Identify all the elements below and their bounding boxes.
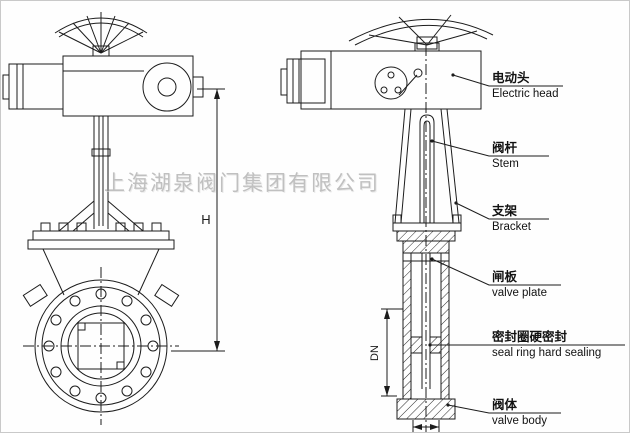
callout-valve-plate-cn: 闸板 [492, 270, 518, 284]
electric-actuator-front [2, 55, 204, 117]
callout-seal-ring-en: seal ring hard sealing [492, 347, 602, 359]
callout-bracket: 支架 Bracket [492, 204, 629, 234]
electric-actuator-side [280, 42, 482, 110]
centerlines-front [23, 267, 179, 425]
dimension-h: H [171, 88, 225, 352]
bonnet-flange-front [27, 222, 175, 296]
callout-valve-plate-en: valve plate [492, 287, 547, 299]
callout-electric-head: 电动头 Electric head [492, 71, 629, 101]
stem-side [419, 114, 435, 223]
callout-valve-body-cn: 阀体 [492, 398, 518, 412]
callout-bracket-cn: 支架 [492, 204, 518, 218]
dimension-dn: DN [369, 308, 403, 397]
handwheel-side-icon [348, 14, 494, 50]
dimension-h-label: H [201, 212, 210, 227]
stem-yoke-front [58, 116, 144, 232]
callout-valve-plate: 闸板 valve plate [492, 270, 629, 300]
valve-body-side [396, 252, 456, 432]
callout-leaders [428, 73, 625, 414]
callout-seal-ring: 密封圈硬密封 seal ring hard sealing [492, 330, 629, 360]
bracket-side [392, 108, 462, 254]
dimension-dn-label: DN [369, 345, 381, 361]
front-view [2, 12, 204, 425]
callout-bracket-en: Bracket [492, 221, 531, 233]
callout-electric-head-en: Electric head [492, 88, 559, 100]
callout-valve-body-en: valve body [492, 415, 547, 427]
callout-stem-en: Stem [492, 158, 519, 170]
side-view [280, 14, 494, 432]
callout-valve-body: 阀体 valve body [492, 398, 629, 428]
callout-stem-cn: 阀杆 [492, 141, 518, 155]
callout-seal-ring-cn: 密封圈硬密封 [492, 330, 568, 344]
callout-electric-head-cn: 电动头 [492, 71, 530, 85]
callout-stem: 阀杆 Stem [492, 141, 629, 171]
handwheel-front-icon [54, 12, 148, 57]
